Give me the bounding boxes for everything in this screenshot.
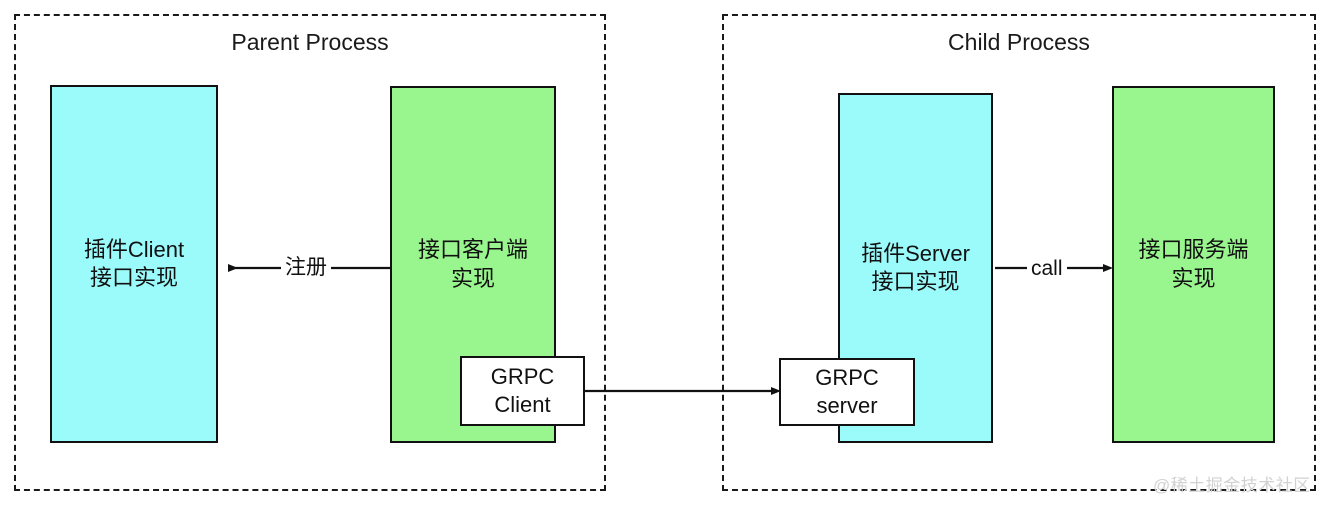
node-plugin-server-line2: 接口实现 <box>871 269 960 294</box>
call-label: call <box>1027 258 1067 279</box>
node-interface-service-impl[interactable]: 接口服务端 实现 <box>1112 86 1275 443</box>
parent-process-title: Parent Process <box>231 29 389 55</box>
node-interface-client-impl-line2: 实现 <box>450 265 495 291</box>
node-grpc-server[interactable]: GRPC server <box>779 358 915 426</box>
parent-process-frame <box>14 14 606 491</box>
node-grpc-server-line2: server <box>816 393 878 418</box>
child-process-frame <box>722 14 1316 491</box>
node-interface-client-impl-line1: 接口客户端 <box>417 237 528 263</box>
node-plugin-server-line1: 插件Server <box>861 240 970 266</box>
node-plugin-client-line2: 接口实现 <box>89 265 178 290</box>
node-plugin-client[interactable]: 插件Client 接口实现 <box>50 85 218 443</box>
node-grpc-client-line2: Client <box>494 392 551 417</box>
node-plugin-server[interactable]: 插件Server 接口实现 <box>838 93 993 443</box>
child-process-title: Child Process <box>948 29 1090 55</box>
watermark: @稀土掘金技术社区 <box>1153 476 1311 495</box>
register-label: 注册 <box>281 257 331 278</box>
node-interface-service-impl-line2: 实现 <box>1171 265 1216 291</box>
node-grpc-client-line1: GRPC <box>490 363 555 389</box>
node-interface-service-impl-line1: 接口服务端 <box>1138 237 1249 263</box>
node-plugin-client-line1: 插件Client <box>83 236 185 262</box>
node-grpc-server-line1: GRPC <box>815 364 879 390</box>
node-grpc-client[interactable]: GRPC Client <box>460 356 585 426</box>
